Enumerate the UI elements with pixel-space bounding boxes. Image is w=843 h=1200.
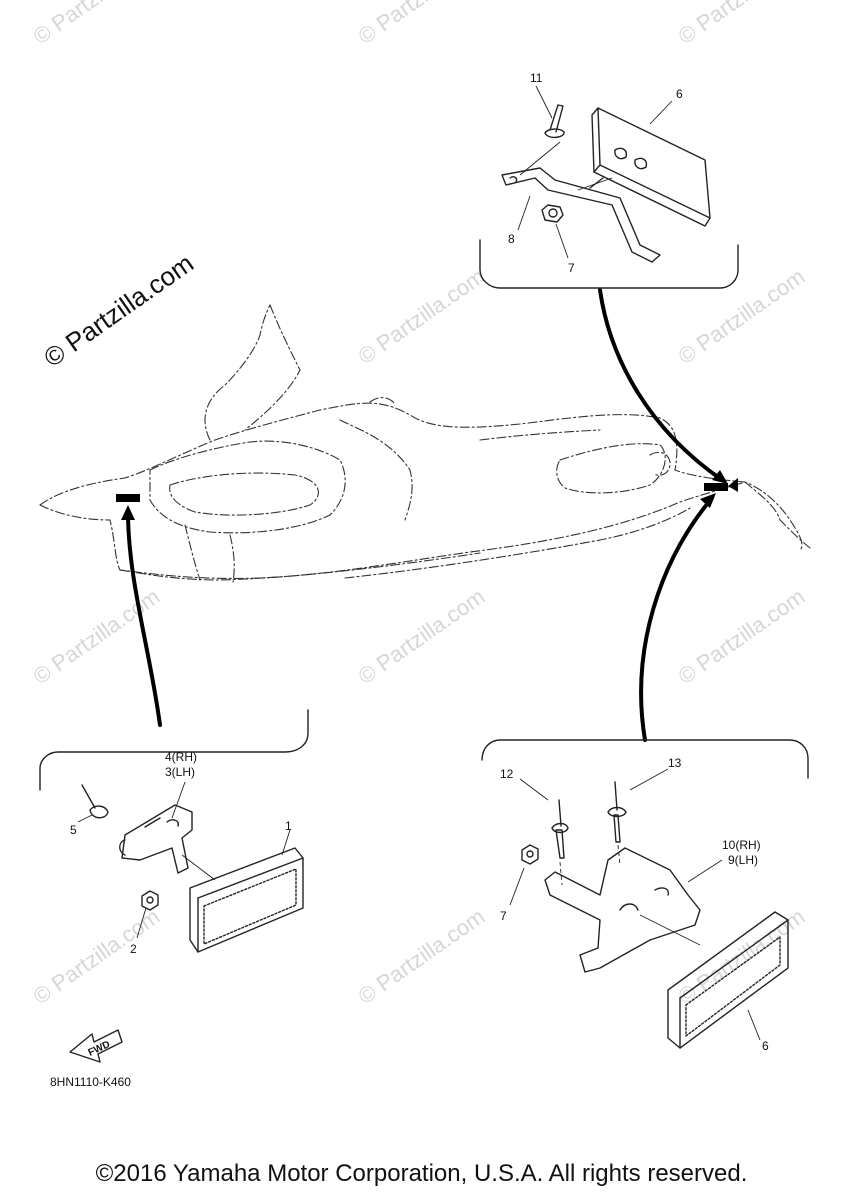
callout-7: 7 [568, 261, 575, 275]
arrow-rear-to-right-inset [639, 496, 714, 742]
callout-6: 6 [676, 87, 683, 101]
callout-9: 9(LH) [728, 853, 758, 867]
callout-1: 1 [285, 819, 292, 833]
copyright-notice: ©2016 Yamaha Motor Corporation, U.S.A. A… [95, 1160, 748, 1187]
watermark: © Partzilla.com [29, 904, 165, 1010]
reflector-bracket-right [544, 847, 701, 973]
callout-11: 11 [530, 71, 543, 85]
callout-8: 8 [508, 232, 515, 246]
watermark: © Partzilla.com [354, 584, 490, 690]
reflector-left [189, 847, 304, 953]
callout-2: 2 [130, 942, 137, 956]
snowmobile-outline [39, 304, 811, 583]
fwd-arrow-icon: FWD [69, 1029, 123, 1063]
top-inset: 11 6 8 7 [479, 71, 739, 289]
connector-arrows [121, 288, 728, 742]
watermark-large: © Partzilla.com [38, 248, 199, 373]
diagram-code: 8HN1110-K460 [50, 1075, 131, 1089]
right-inset: 12 13 10(RH) 9(LH) 7 6 [481, 739, 809, 1053]
reflector-right [667, 911, 789, 1049]
watermark: © Partzilla.com [354, 904, 490, 1010]
callout-5: 5 [70, 823, 77, 837]
mount-bracket [501, 167, 661, 263]
fwd-label: FWD [87, 1039, 112, 1059]
locator-mark-rear [704, 483, 728, 491]
reflector-bracket-left [121, 804, 193, 874]
nut [541, 204, 564, 223]
watermark: © Partzilla.com [674, 0, 810, 49]
watermark: © Partzilla.com [674, 904, 810, 1010]
callout-7: 7 [500, 909, 507, 923]
nut-right [521, 844, 539, 865]
callout-13: 13 [668, 756, 682, 770]
callout-4: 4(RH) [165, 750, 197, 764]
watermark: © Partzilla.com [674, 264, 810, 370]
left-inset: 4(RH) 3(LH) 1 5 2 [39, 709, 309, 956]
callout-6: 6 [762, 1039, 769, 1053]
callout-3: 3(LH) [165, 765, 195, 779]
arrow-front-to-left-inset [126, 510, 162, 727]
watermark: © Partzilla.com [354, 264, 490, 370]
callout-12: 12 [500, 767, 514, 781]
locator-mark-front [116, 494, 140, 502]
callout-10: 10(RH) [722, 838, 761, 852]
watermark: © Partzilla.com [354, 0, 490, 49]
watermark: © Partzilla.com [29, 0, 165, 49]
watermark: © Partzilla.com [674, 584, 810, 690]
nut-left [141, 890, 159, 911]
arrow-top-to-rear [598, 288, 724, 482]
